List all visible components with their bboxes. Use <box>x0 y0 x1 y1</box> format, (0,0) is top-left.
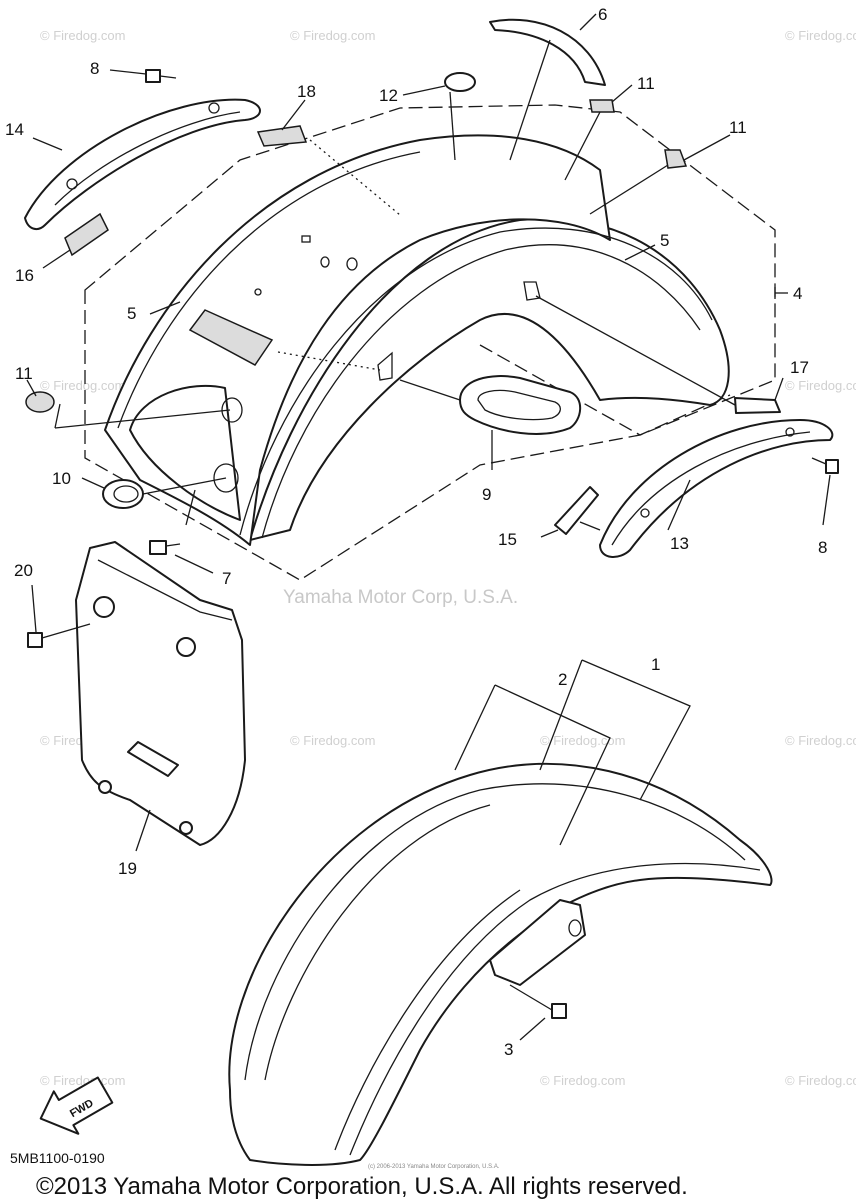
callout-15: 15 <box>498 530 517 549</box>
watermark: © Firedog.com <box>290 28 375 43</box>
callout-8-right: 8 <box>818 538 827 557</box>
assembly-outline-9 <box>479 344 731 436</box>
callout-6: 6 <box>598 5 607 24</box>
callout-19: 19 <box>118 859 137 878</box>
cap-12 <box>444 72 476 92</box>
callout-5-left: 5 <box>127 304 136 323</box>
rear-fender <box>104 134 730 546</box>
callout-5-right: 5 <box>660 231 669 250</box>
pad-16 <box>64 212 109 257</box>
callout-17: 17 <box>790 358 809 377</box>
callout-13: 13 <box>670 534 689 553</box>
callout-11-right: 11 <box>729 118 747 137</box>
rear-rail-6 <box>489 18 606 86</box>
callout-8-top: 8 <box>90 59 99 78</box>
callout-12: 12 <box>379 86 398 105</box>
bolt-3 <box>509 984 567 1019</box>
side-rail-13 <box>599 419 834 558</box>
watermark: © Firedog.com <box>785 1073 856 1088</box>
grommet-10 <box>102 479 144 509</box>
part-code: 5MB1100-0190 <box>10 1150 105 1166</box>
tail-light-base-9 <box>459 375 582 435</box>
watermark: © Firedog.com <box>540 733 625 748</box>
callout-11-left: 11 <box>15 364 33 383</box>
bolt-8-top <box>145 69 177 83</box>
callout-2: 2 <box>558 670 567 689</box>
callout-10: 10 <box>52 469 71 488</box>
leader-lines <box>26 13 831 1041</box>
dotted-leaders <box>54 39 736 531</box>
watermark: © Firedog.com <box>290 733 375 748</box>
grommet-11-right <box>664 149 688 169</box>
callout-18: 18 <box>297 82 316 101</box>
grommet-11-top <box>589 99 615 113</box>
bolt-7 <box>149 540 181 555</box>
copyright: ©2013 Yamaha Motor Corporation, U.S.A. A… <box>36 1173 688 1200</box>
watermark-main: Yamaha Motor Corp, U.S.A. <box>283 587 518 608</box>
callout-20: 20 <box>14 561 33 580</box>
watermark: © Firedog.com <box>785 733 856 748</box>
callout-7: 7 <box>222 569 231 588</box>
callout-1: 1 <box>651 655 660 674</box>
callout-3: 3 <box>504 1040 513 1059</box>
front-fender <box>228 762 773 1166</box>
grommet-11-left <box>25 391 55 413</box>
callout-16: 16 <box>15 266 34 285</box>
watermark: © Firedog.com <box>540 1073 625 1088</box>
watermark: © Firedog.com <box>785 28 856 43</box>
side-cover-19 <box>75 541 246 846</box>
bolt-8-right <box>811 457 839 474</box>
callout-9: 9 <box>482 485 491 504</box>
watermark: © Firedog.com <box>40 378 125 393</box>
callouts: 1 2 3 4 5 5 6 7 8 8 9 10 11 11 11 12 13 … <box>5 5 827 1059</box>
callout-4: 4 <box>793 284 802 303</box>
watermark: © Firedog.com <box>40 28 125 43</box>
bracket-2 <box>454 684 611 846</box>
pad-18 <box>256 125 308 147</box>
side-rail-14 <box>24 98 261 231</box>
watermark: © Firedog.com <box>40 1073 125 1088</box>
tiny-copyright: (c) 2006-2013 Yamaha Motor Corporation, … <box>368 1164 500 1170</box>
fwd-arrow-icon: FWD <box>39 1076 114 1135</box>
callout-11-top: 11 <box>637 74 655 93</box>
pad-15 <box>554 486 599 535</box>
bolt-20 <box>27 623 91 648</box>
callout-14: 14 <box>5 120 24 139</box>
watermark: © Firedog.com <box>785 378 856 393</box>
assembly-outline-4 <box>84 104 776 581</box>
pad-17 <box>734 397 781 414</box>
